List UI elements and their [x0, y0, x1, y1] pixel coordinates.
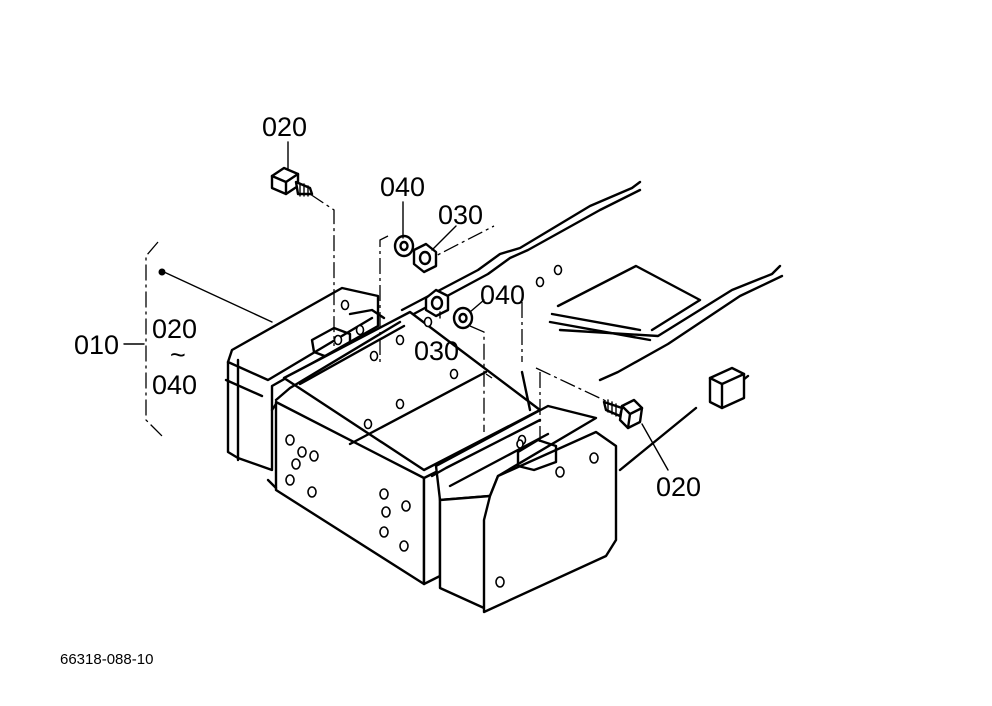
callout-bolt-top: 020: [262, 112, 307, 142]
callout-nut-upper: 030: [438, 200, 483, 230]
washer-upper: [393, 234, 415, 258]
washer-lower: [452, 306, 474, 330]
cross-member: [266, 310, 542, 586]
callout-range-tilde: ~: [170, 340, 186, 370]
callout-assembly: 010: [74, 330, 119, 360]
nut-upper: [412, 242, 438, 274]
callout-range-start: 020: [152, 314, 197, 344]
right-bracket: [430, 404, 618, 614]
bolt-top: [270, 166, 314, 197]
callout-labels: 020 040 030 040 030 020 010 020 ~ 040 66…: [60, 112, 701, 668]
left-bracket: [224, 286, 386, 472]
nut-lower: [424, 288, 450, 318]
callout-leaders: [123, 141, 669, 471]
leader-lines: [309, 193, 609, 444]
callout-washer-lower: 040: [480, 280, 525, 310]
callout-bolt-right: 020: [656, 472, 701, 502]
callout-washer-upper: 040: [380, 172, 425, 202]
callout-nut-lower: 030: [414, 336, 459, 366]
drawing-code: 66318-088-10: [60, 651, 153, 668]
small-bracket: [708, 366, 746, 410]
callout-range-end: 040: [152, 370, 197, 400]
bolt-right: [602, 398, 644, 430]
